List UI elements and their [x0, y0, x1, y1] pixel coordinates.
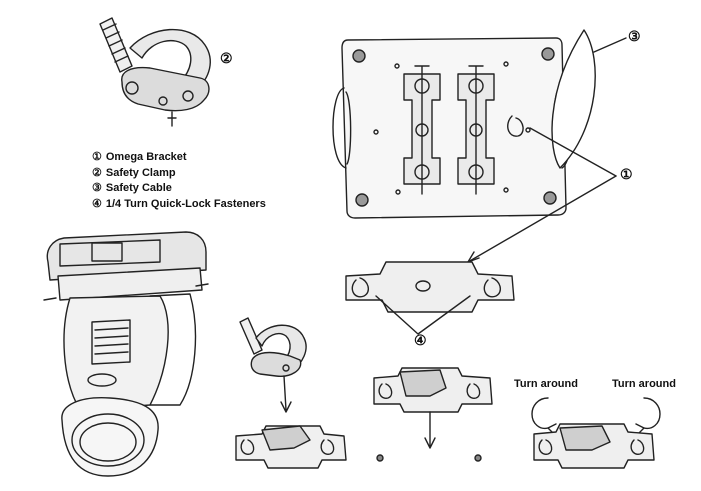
turn-around-label-left: Turn around [514, 378, 578, 390]
omega-bracket-illustration [345, 261, 515, 335]
legend-number: ① [92, 151, 102, 163]
callout-2: ② [220, 50, 233, 66]
legend-number: ③ [92, 182, 102, 194]
legend-number: ② [92, 166, 102, 179]
fixture-base-top-view [332, 29, 596, 219]
turn-around-illustration [531, 397, 661, 469]
safety-clamp-illustration [99, 17, 211, 127]
clamp-on-bracket-illustration [235, 317, 347, 469]
fixture-body-illustration [43, 231, 209, 477]
legend-label: Omega Bracket [105, 151, 187, 163]
legend-label: 1/4 Turn Quick-Lock Fasteners [105, 197, 266, 210]
callout-4: ④ [414, 332, 427, 348]
bracket-fastener-illustration [373, 367, 493, 462]
callout-1: ① [620, 166, 633, 182]
legend-label: Safety Clamp [105, 166, 176, 179]
legend-number: ④ [92, 197, 102, 210]
callout-line-1b [467, 175, 617, 263]
callout-3: ③ [628, 28, 641, 44]
turn-around-label-right: Turn around [612, 378, 676, 390]
legend-label: Safety Cable [105, 182, 172, 194]
callout-line-3 [593, 37, 627, 53]
callout-line-1a [529, 127, 617, 177]
